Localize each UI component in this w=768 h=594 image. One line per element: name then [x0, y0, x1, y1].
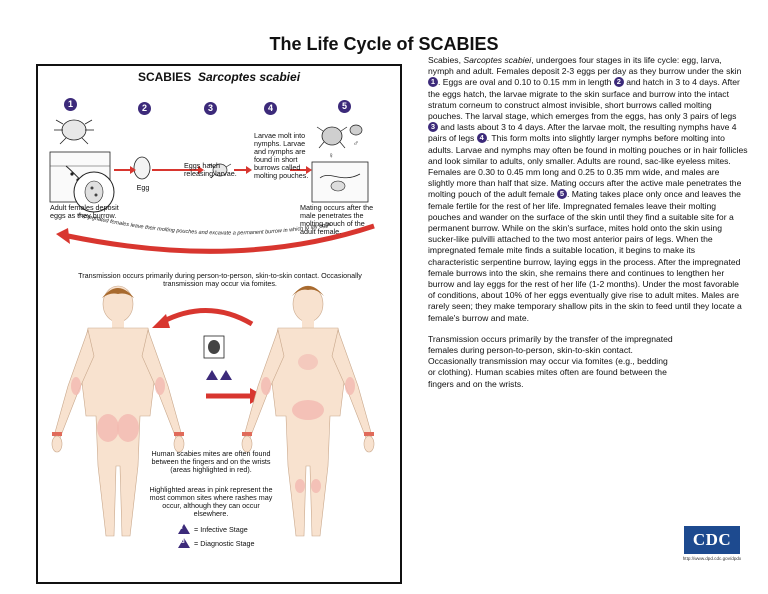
molting-pouch-box: [311, 161, 369, 203]
stage-badge-1: 1: [428, 77, 438, 88]
stage-number-5: 5: [338, 100, 351, 113]
stage-number-4: 4: [264, 102, 277, 115]
infective-mite-icon: [203, 335, 225, 359]
cdc-url: http://www.dpd.cdc.gov/dpdx: [682, 556, 742, 561]
larva-icon: [208, 163, 232, 179]
label-human-mites: Human scabies mites are often found betw…: [151, 449, 271, 474]
label-eggs-hatch: Eggs hatch releasing larvae.: [184, 161, 237, 178]
stage-number-1: 1: [64, 98, 77, 111]
magnified-mite-circle: [73, 171, 115, 213]
stage-number-2: 2: [138, 102, 151, 115]
label-larvae-molt: Larvae molt into nymphs. Larvae and nymp…: [254, 131, 309, 180]
legend-diagnostic: d = Diagnostic Stage: [178, 538, 255, 548]
svg-text:♀: ♀: [328, 151, 334, 160]
adult-mites-icon: ♀ ♂: [316, 124, 363, 160]
stage-badge-5: 5: [557, 189, 567, 200]
human-figure-back: [51, 285, 185, 537]
human-figure-front: [241, 285, 375, 537]
svg-text:♂: ♂: [353, 139, 359, 148]
page-title: The Life Cycle of SCABIES: [269, 34, 499, 54]
life-cycle-illustration: ♀ ♂: [49, 119, 375, 537]
label-transmission: Transmission occurs primarily during per…: [78, 271, 362, 288]
stage-badge-2: 2: [613, 77, 624, 88]
cdc-logo: CDC: [684, 526, 740, 554]
legend-infective: i = Infective Stage: [178, 524, 248, 534]
stage-markers: [206, 370, 232, 380]
stage-badge-4: 4: [476, 133, 487, 144]
infective-triangle-icon: i: [178, 524, 190, 534]
diagnostic-triangle-icon: d: [178, 538, 190, 548]
stage-number-3: 3: [204, 102, 217, 115]
transmission-paragraph: Transmission occurs primarily by the tra…: [428, 333, 673, 389]
diagram-heading: SCABIES Sarcoptes scabiei: [137, 70, 301, 84]
label-adult-females: Adult females deposit eggs as they burro…: [50, 203, 119, 220]
label-mating: Mating occurs after the male penetrates …: [300, 203, 374, 236]
adult-female-mite-icon: [54, 119, 94, 145]
label-highlighted: Highlighted areas in pink represent the …: [149, 485, 273, 518]
label-egg: Egg: [136, 183, 150, 192]
description-text: Scabies, Sarcoptes scabiei, undergoes fo…: [428, 55, 748, 400]
life-cycle-paragraph: Scabies, Sarcoptes scabiei, undergoes fo…: [428, 55, 748, 323]
egg-icon: [133, 156, 151, 180]
stage-badge-3: 3: [428, 122, 438, 133]
life-cycle-diagram: SCABIES Sarcoptes scabiei 1 2 3 4 5: [36, 64, 402, 584]
